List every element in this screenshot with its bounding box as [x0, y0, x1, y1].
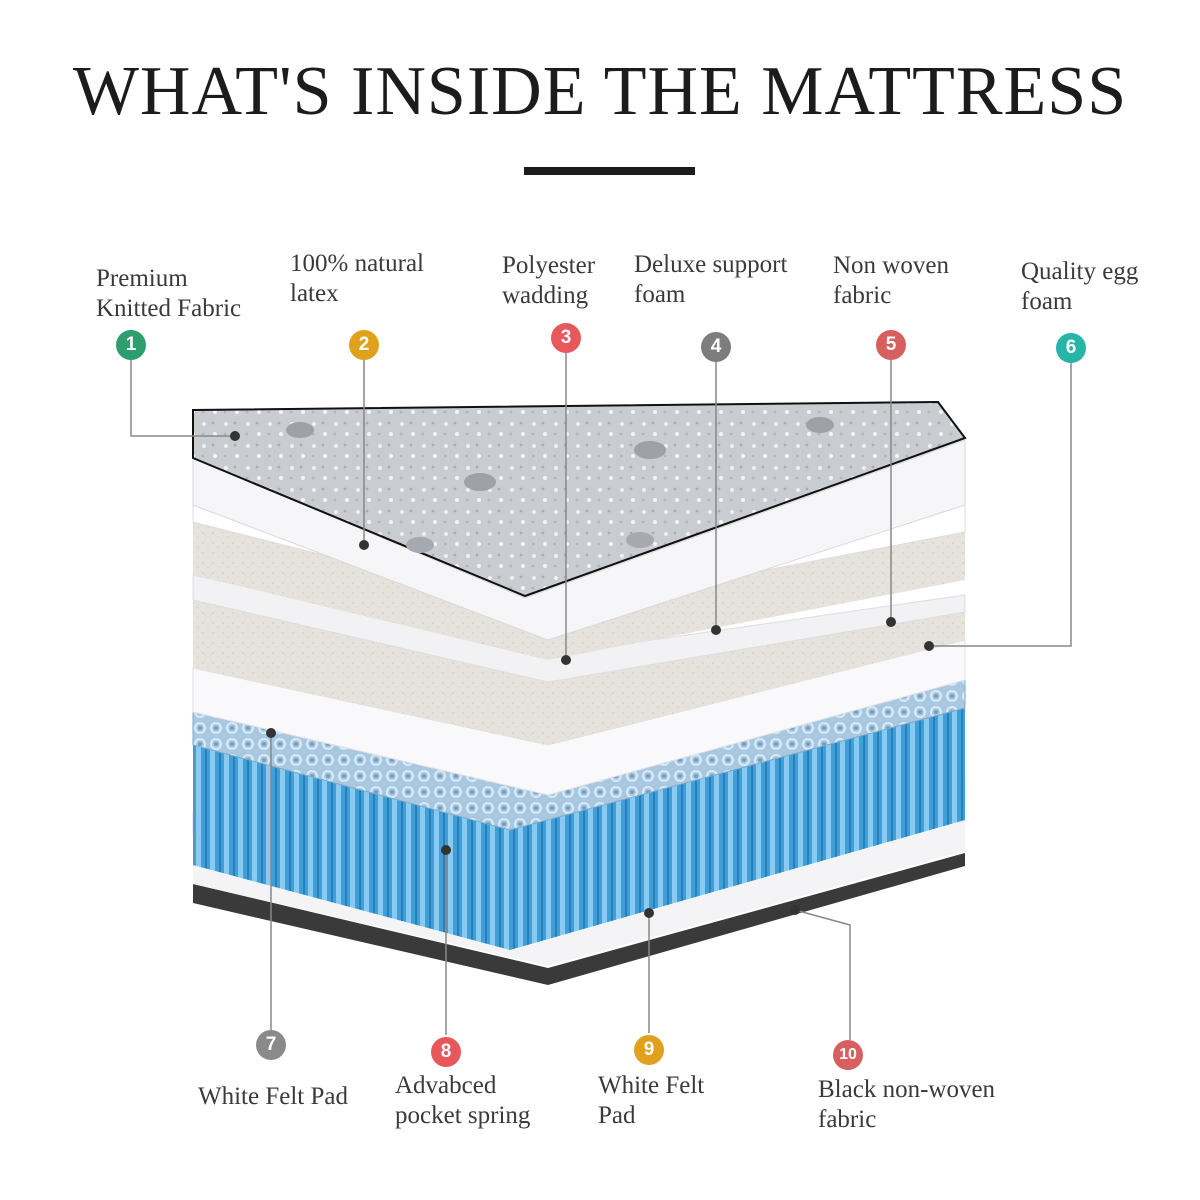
badge-layer-10: 10 — [833, 1040, 863, 1070]
badge-layer-8: 8 — [431, 1037, 461, 1067]
label-layer-4: Deluxe support foam — [634, 250, 787, 310]
badge-layer-1: 1 — [116, 330, 146, 360]
badge-layer-3: 3 — [551, 323, 581, 353]
badge-layer-7: 7 — [256, 1030, 286, 1060]
label-layer-9: White Felt Pad — [598, 1071, 704, 1131]
label-layer-1: Premium Knitted Fabric — [96, 264, 241, 324]
label-layer-10: Black non-woven fabric — [818, 1075, 995, 1135]
label-layer-5: Non woven fabric — [833, 251, 949, 311]
badge-layer-4: 4 — [701, 332, 731, 362]
badge-layer-2: 2 — [349, 330, 379, 360]
label-layer-2: 100% natural latex — [290, 249, 424, 309]
label-layer-6: Quality egg foam — [1021, 257, 1138, 317]
badge-layer-6: 6 — [1056, 333, 1086, 363]
label-layer-8: Advabced pocket spring — [395, 1071, 530, 1131]
badge-layer-5: 5 — [876, 330, 906, 360]
label-layer-7: White Felt Pad — [198, 1082, 348, 1112]
label-layer-3: Polyester wadding — [502, 251, 595, 311]
badge-layer-9: 9 — [634, 1035, 664, 1065]
